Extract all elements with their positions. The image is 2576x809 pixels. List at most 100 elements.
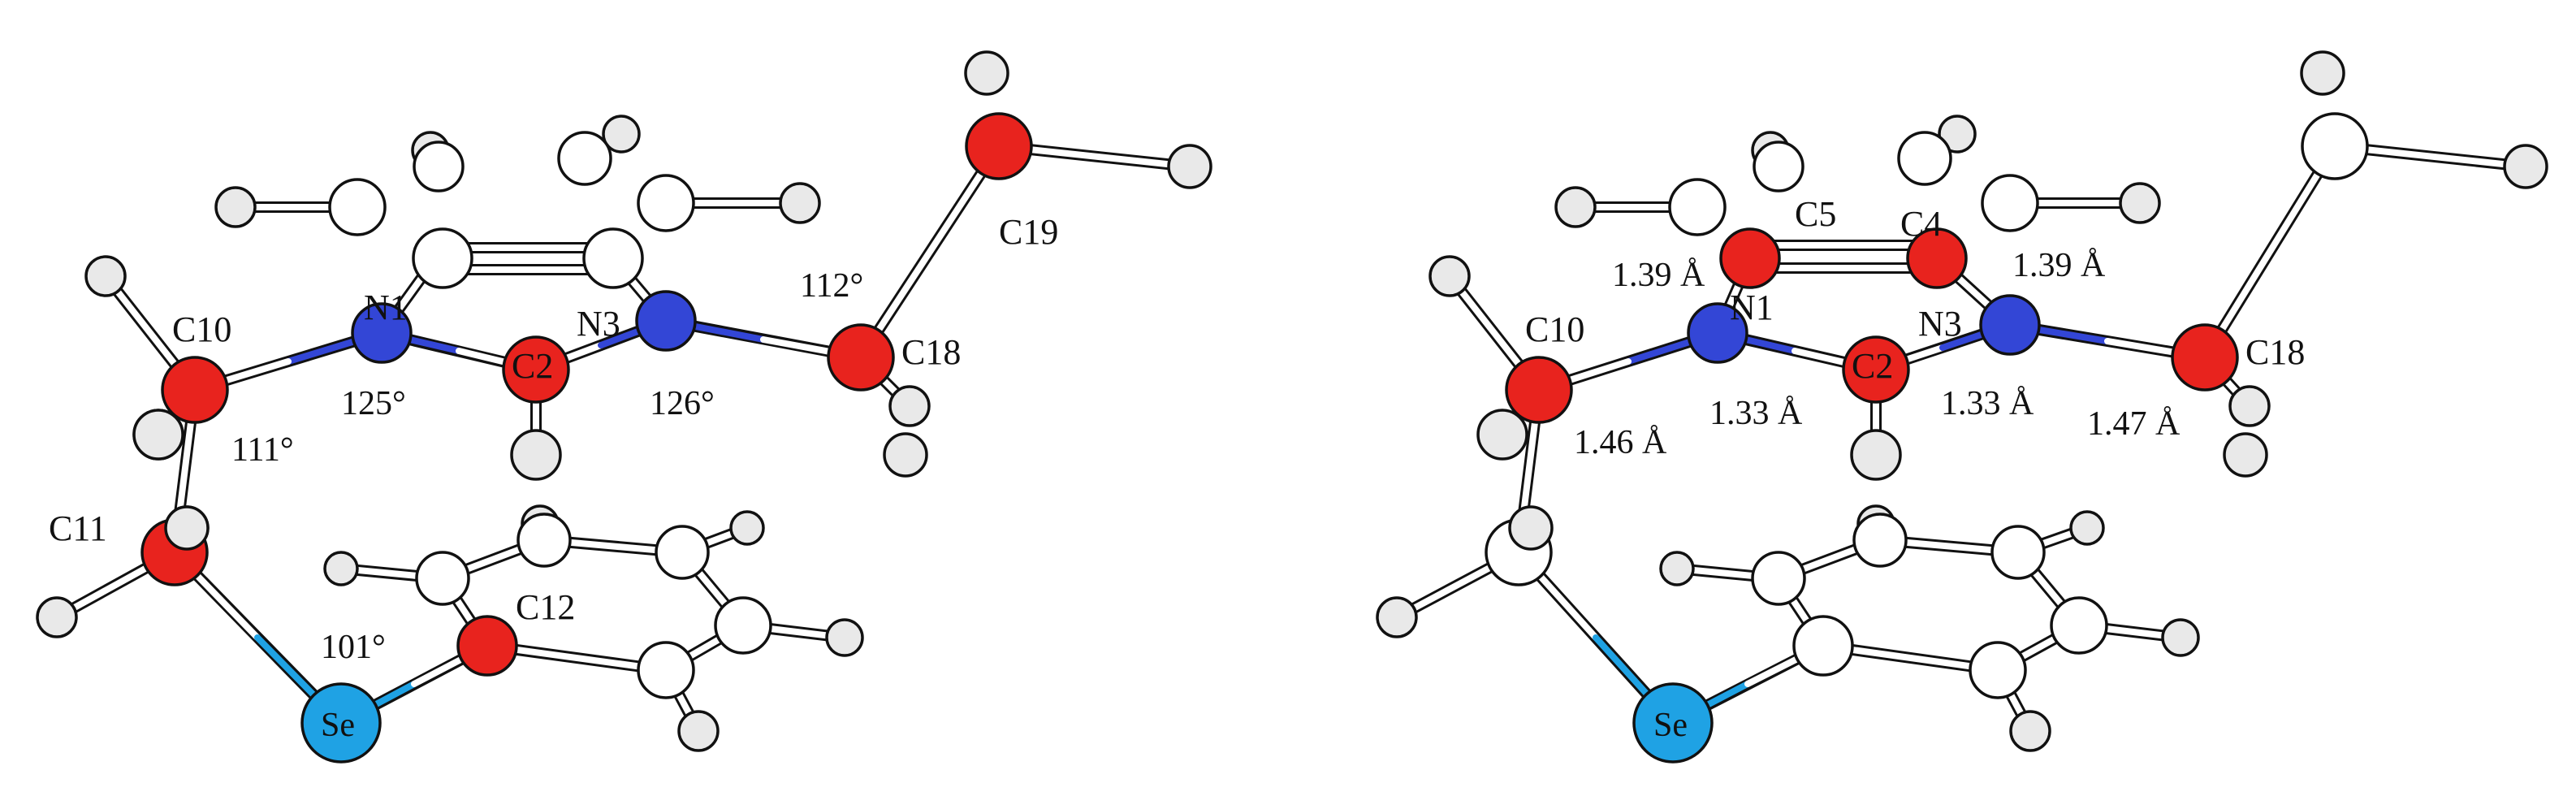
nitrogen-atom-n3 [1979,294,2041,356]
carbon-atom [2050,596,2108,655]
atom-label: C10 [172,309,231,349]
hydrogen-atom [825,618,864,657]
atom-label: C4 [1900,204,1942,244]
hydrogen-atom [510,429,562,481]
hydrogen-atom [214,186,257,228]
atom-label: C11 [49,508,107,548]
hydrogen-atom [1428,255,1471,297]
hydrogen-atom [964,50,1009,96]
hydrogen-atom [1376,596,1418,638]
carbon-atom [1990,525,2046,580]
distance-label: 1.33 Å [1941,385,2034,422]
hydrogen-atom [888,385,931,427]
carbon-atom-c18 [827,323,895,392]
carbon-atom-c10 [1505,356,1573,424]
panel-right-distances: C5 C4 C10 N1 C2 N3 C18 Se 1.39 Å 1.39 Å … [1376,50,2548,764]
atom-label: N1 [364,288,408,327]
atom-label: C12 [516,587,575,627]
hydrogen-atom [729,510,765,546]
atom-label: N1 [1730,288,1774,327]
panel-left-angles: C10 N1 C2 N3 C18 C19 C11 C12 Se 125° 126… [36,50,1212,764]
atom-label: C5 [1795,194,1836,234]
carbon-atom [1852,513,1908,568]
hydrogen-atom [164,505,210,551]
carbon-atom [582,227,644,289]
hydrogen-atom [1850,429,1902,481]
atom-label: Se [1653,707,1688,744]
hydrogen-atom [84,255,127,297]
carbon-atom-c18 [2171,323,2239,392]
labels: C10 N1 C2 N3 C18 C19 C11 C12 Se 125° 126… [49,212,1058,744]
hydrogen-atom [779,182,821,224]
hydrogen-atom [2069,510,2105,546]
atom-label: C19 [999,212,1058,252]
hydrogen-atom [2300,50,2345,96]
hydrogen-atom [1167,144,1212,189]
carbon-atom-c5 [1719,227,1781,289]
carbon-atom-c10 [161,356,229,424]
hydrogen-atom [36,596,78,638]
hydrogen-atom [2161,618,2200,657]
carbon-atom-c2 [1842,335,1910,404]
atoms [1376,50,2548,764]
carbon-atom-c4 [1906,227,1968,289]
hydrogen-atom [323,551,359,586]
atom-label: Se [321,707,355,744]
carbon-atom [557,131,612,186]
distance-label: 1.46 Å [1574,424,1667,461]
angle-label: 112° [800,267,863,305]
nitrogen-atom-n1 [1687,302,1748,364]
carbon-atom [516,513,572,568]
bond [858,143,1002,361]
hydrogen-atom [2228,385,2271,427]
angle-label: 101° [321,629,386,666]
carbon-atom [1753,141,1804,193]
carbon-atom [655,525,710,580]
hydrogen-atom [1938,115,1977,154]
nitrogen-atom-n3 [635,290,697,352]
labels: C5 C4 C10 N1 C2 N3 C18 Se 1.39 Å 1.39 Å … [1525,194,2305,744]
carbon-atom [413,141,465,193]
carbon-atom-c12 [456,615,518,677]
carbon-atom [2301,112,2369,180]
hydrogen-atom [1508,505,1554,551]
distance-label: 1.33 Å [1709,395,1803,432]
bond [2202,143,2338,361]
hydrogen-atom [2223,432,2268,478]
hydrogen-atom [883,432,928,478]
carbon-atom [1668,178,1727,236]
carbon-atom [412,227,473,289]
selenium-atom [1632,682,1714,764]
carbon-atom [1897,131,1952,186]
angle-label: 125° [341,385,406,422]
atom-label: C2 [512,346,553,386]
carbon-atom [1751,551,1806,606]
distance-label: 1.47 Å [2087,405,2181,443]
atom-label: N3 [577,304,620,344]
hydrogen-atom [1659,551,1695,586]
distance-label: 1.39 Å [2012,247,2106,284]
hydrogen-atom [132,409,184,461]
hydrogen-atom [1476,409,1528,461]
carbon-atom-c2 [502,335,570,404]
bonds [1391,141,2531,737]
hydrogen-atom [2503,144,2548,189]
atom-label: C18 [901,332,961,372]
carbon-atom [415,551,470,606]
carbon-atom [1792,615,1854,677]
selenium-atom [300,682,382,764]
carbon-atom [1969,641,2027,699]
hydrogen-atom [602,115,641,154]
distance-label: 1.39 Å [1612,257,1705,294]
angle-label: 111° [231,431,294,469]
atom-label: C2 [1852,346,1893,386]
hydrogen-atom [1554,186,1597,228]
carbon-atom [714,596,772,655]
nitrogen-atom-n1 [351,302,413,364]
carbon-atom [1981,174,2039,232]
hydrogen-atom [677,710,720,752]
hydrogen-atom [2009,710,2051,752]
carbon-atom [637,174,695,232]
